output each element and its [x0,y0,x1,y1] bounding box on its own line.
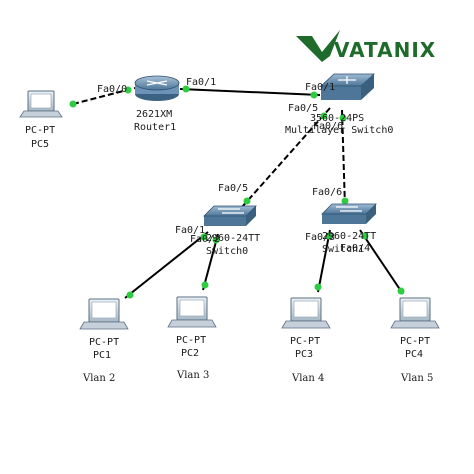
core-switch-body [321,86,361,100]
link-dot [212,236,220,244]
link-dot [325,232,333,240]
pc4-screen [402,300,428,318]
cable-core-sw0[interactable] [241,107,331,208]
link-dot [320,112,328,120]
vatanix-logo: VATANIX [296,30,436,62]
link-dot [397,287,405,295]
port-label-sw1-fa04: Fa0/4 [340,243,370,254]
port-label-sw0-fa02: Fa0/2 [190,234,220,245]
core-switch-name-label: Multilayer Switch0 [285,125,393,136]
port-label-sw1-fa03: Fa0/3 [305,232,335,243]
pc3-name-label: PC3 [295,349,313,360]
port-label-core-fa01: Fa0/1 [305,82,335,93]
switch0-body [204,216,246,226]
pc2-keyboard [167,319,217,328]
port-label-core-fa05: Fa0/5 [288,103,318,114]
switch1-model-label: 2960-24TT [322,231,376,242]
link-dot [200,233,208,241]
pc3-device[interactable]: PC-PT PC3 Vlan 4 [281,297,331,384]
link-dot [310,91,318,99]
switch1-name-label: Switch1 [322,244,364,255]
core-switch-model-label: 3560-24PS [310,113,364,124]
router-device[interactable]: 2621XM Router1 [134,75,180,133]
access-switch-left-device[interactable]: 2960-24TT Switch0 [203,205,260,257]
pc3-vlan-label: Vlan 4 [291,373,324,384]
link-dot [126,291,134,299]
pc2-screen [179,299,205,317]
pc1-type-label: PC-PT [89,337,119,348]
switch1-body [322,214,366,224]
pc2-type-label: PC-PT [176,335,206,346]
pc5-screen [30,93,52,109]
link-dot [339,114,347,122]
link-dot [243,197,251,205]
core-switch-device[interactable]: 3560-24PS Multilayer Switch0 [285,73,393,136]
pc5-device[interactable]: PC-PT PC5 [19,90,63,150]
core-switch-side [361,74,374,100]
pc4-name-label: PC4 [405,349,423,360]
link-dot [341,197,349,205]
pc3-keyboard [281,320,331,329]
pc1-vlan-label: Vlan 2 [82,373,115,384]
pc1-name-label: PC1 [93,350,111,361]
logo-text: VATANIX [334,38,436,62]
core-switch-layer3-icon [338,76,356,84]
cable-core-sw1[interactable] [341,109,346,208]
pc2-vlan-label: Vlan 3 [176,370,209,381]
cable-router-core[interactable] [179,88,321,96]
switch0-side [246,206,256,226]
port-label-core-fa06: Fa0/6 [313,121,343,132]
port-labels: Fa0/0 Fa0/1 Fa0/1 Fa0/5 Fa0/6 Fa0/5 Fa0/… [97,77,370,254]
pc1-device[interactable]: PC-PT PC1 Vlan 2 [79,298,129,384]
link-dot [124,86,132,94]
switch1-side [366,204,376,224]
pc3-screen [293,300,319,318]
pc4-device[interactable]: PC-PT PC4 Vlan 5 [390,297,440,384]
pc3-type-label: PC-PT [290,336,320,347]
switch0-arrows-icon [218,208,244,214]
cable-sw1-pc4[interactable] [359,229,404,295]
pc1-keyboard [79,321,129,330]
pc4-type-label: PC-PT [400,336,430,347]
pc5-type-label: PC-PT [25,125,55,136]
cable-pc5-router[interactable] [72,87,136,105]
pc4-keyboard [390,320,440,329]
router-model-label: 2621XM [136,109,172,120]
switch0-model-label: 2960-24TT [206,233,260,244]
router-name-label: Router1 [134,122,176,133]
access-switch-right-device[interactable]: 2960-24TT Switch1 [321,203,377,255]
link-indicators [69,85,405,299]
cable-sw0-pc1[interactable] [124,231,209,299]
port-label-sw1-fa06: Fa0/6 [312,187,342,198]
pc4-vlan-label: Vlan 5 [400,373,433,384]
port-label-router-fa01: Fa0/1 [186,77,216,88]
link-dot [182,85,190,93]
link-dot [69,100,77,108]
cable-sw1-pc3[interactable] [317,229,331,293]
logo-mark-icon [296,30,340,62]
switch0-name-label: Switch0 [206,246,248,257]
port-label-sw0-fa01: Fa0/1 [175,225,205,236]
link-dot [201,281,209,289]
link-dot [314,283,322,291]
pc2-device[interactable]: PC-PT PC2 Vlan 3 [167,296,217,381]
pc2-name-label: PC2 [181,348,199,359]
port-label-router-fa00: Fa0/0 [97,84,127,95]
switch1-arrows-icon [336,206,362,212]
port-label-sw0-fa05: Fa0/5 [218,183,248,194]
pc5-keyboard [19,110,63,118]
pc5-name-label: PC5 [31,139,49,150]
router-arrows-icon [146,80,168,86]
pc1-screen [91,301,117,319]
link-dot [361,232,369,240]
